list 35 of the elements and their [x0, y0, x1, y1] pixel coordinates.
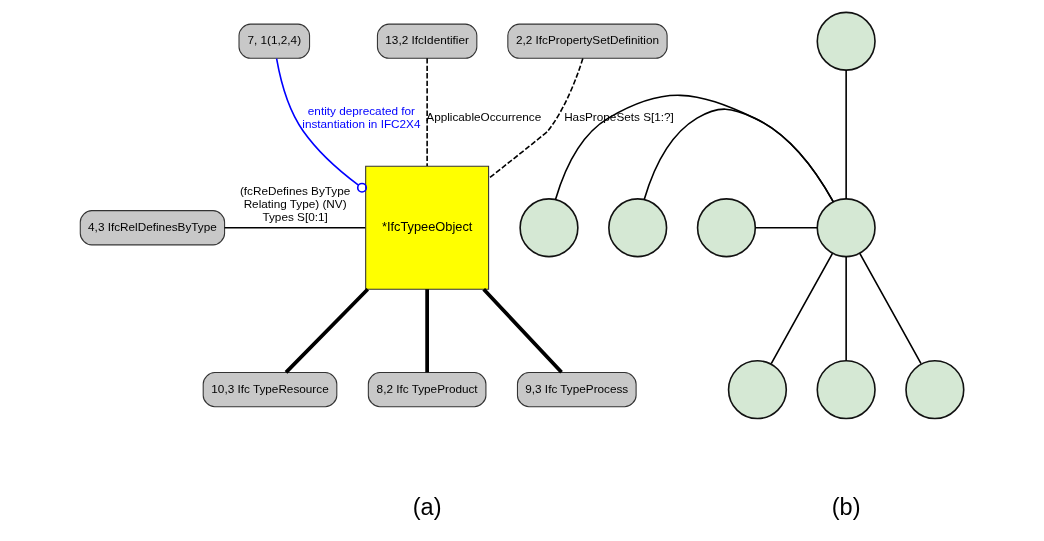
node-box: 10,3 Ifc TypeResource — [202, 372, 338, 408]
node-box: 13,2 IfcIdentifier — [376, 23, 478, 59]
node-box: 2,2 IfcPropertySetDefinition — [507, 23, 668, 59]
node-circle — [816, 360, 876, 420]
connector — [754, 226, 818, 229]
connector — [859, 252, 922, 365]
node-circle — [816, 198, 876, 258]
node-box: 7, 1(1,2,4) — [238, 23, 311, 59]
node-box: 4,3 IfcRelDefinesByType — [79, 210, 226, 246]
connector — [643, 108, 834, 203]
connector — [223, 226, 367, 229]
node-box: 9,3 Ifc TypeProcess — [516, 372, 637, 408]
connector — [275, 57, 368, 193]
node-circle — [727, 360, 788, 420]
edge-label: entity deprecated for instantiation in IFC2X4 — [302, 103, 421, 130]
node-circle — [696, 198, 757, 258]
label: (b) — [831, 494, 861, 521]
label: (a) — [412, 494, 442, 521]
connector — [554, 94, 834, 203]
connector — [425, 289, 429, 373]
node-box: *IfcTypeeObject — [365, 165, 490, 290]
connector — [487, 57, 584, 180]
node-circle — [905, 360, 965, 420]
connector — [845, 255, 847, 362]
connector — [426, 57, 428, 167]
edge-label: (fcReDefines ByType Relating Type) (NV) Types S[0:1] — [239, 184, 351, 224]
edge-label: ApplicableOccurrence — [426, 110, 542, 124]
connector — [770, 252, 834, 365]
connector — [482, 287, 563, 374]
connector — [845, 69, 847, 200]
node-box: 8,2 Ifc TypeProduct — [367, 372, 487, 408]
node-circle — [608, 198, 668, 258]
node-circle — [519, 198, 579, 258]
node-circle — [816, 11, 876, 71]
connector — [284, 287, 370, 374]
